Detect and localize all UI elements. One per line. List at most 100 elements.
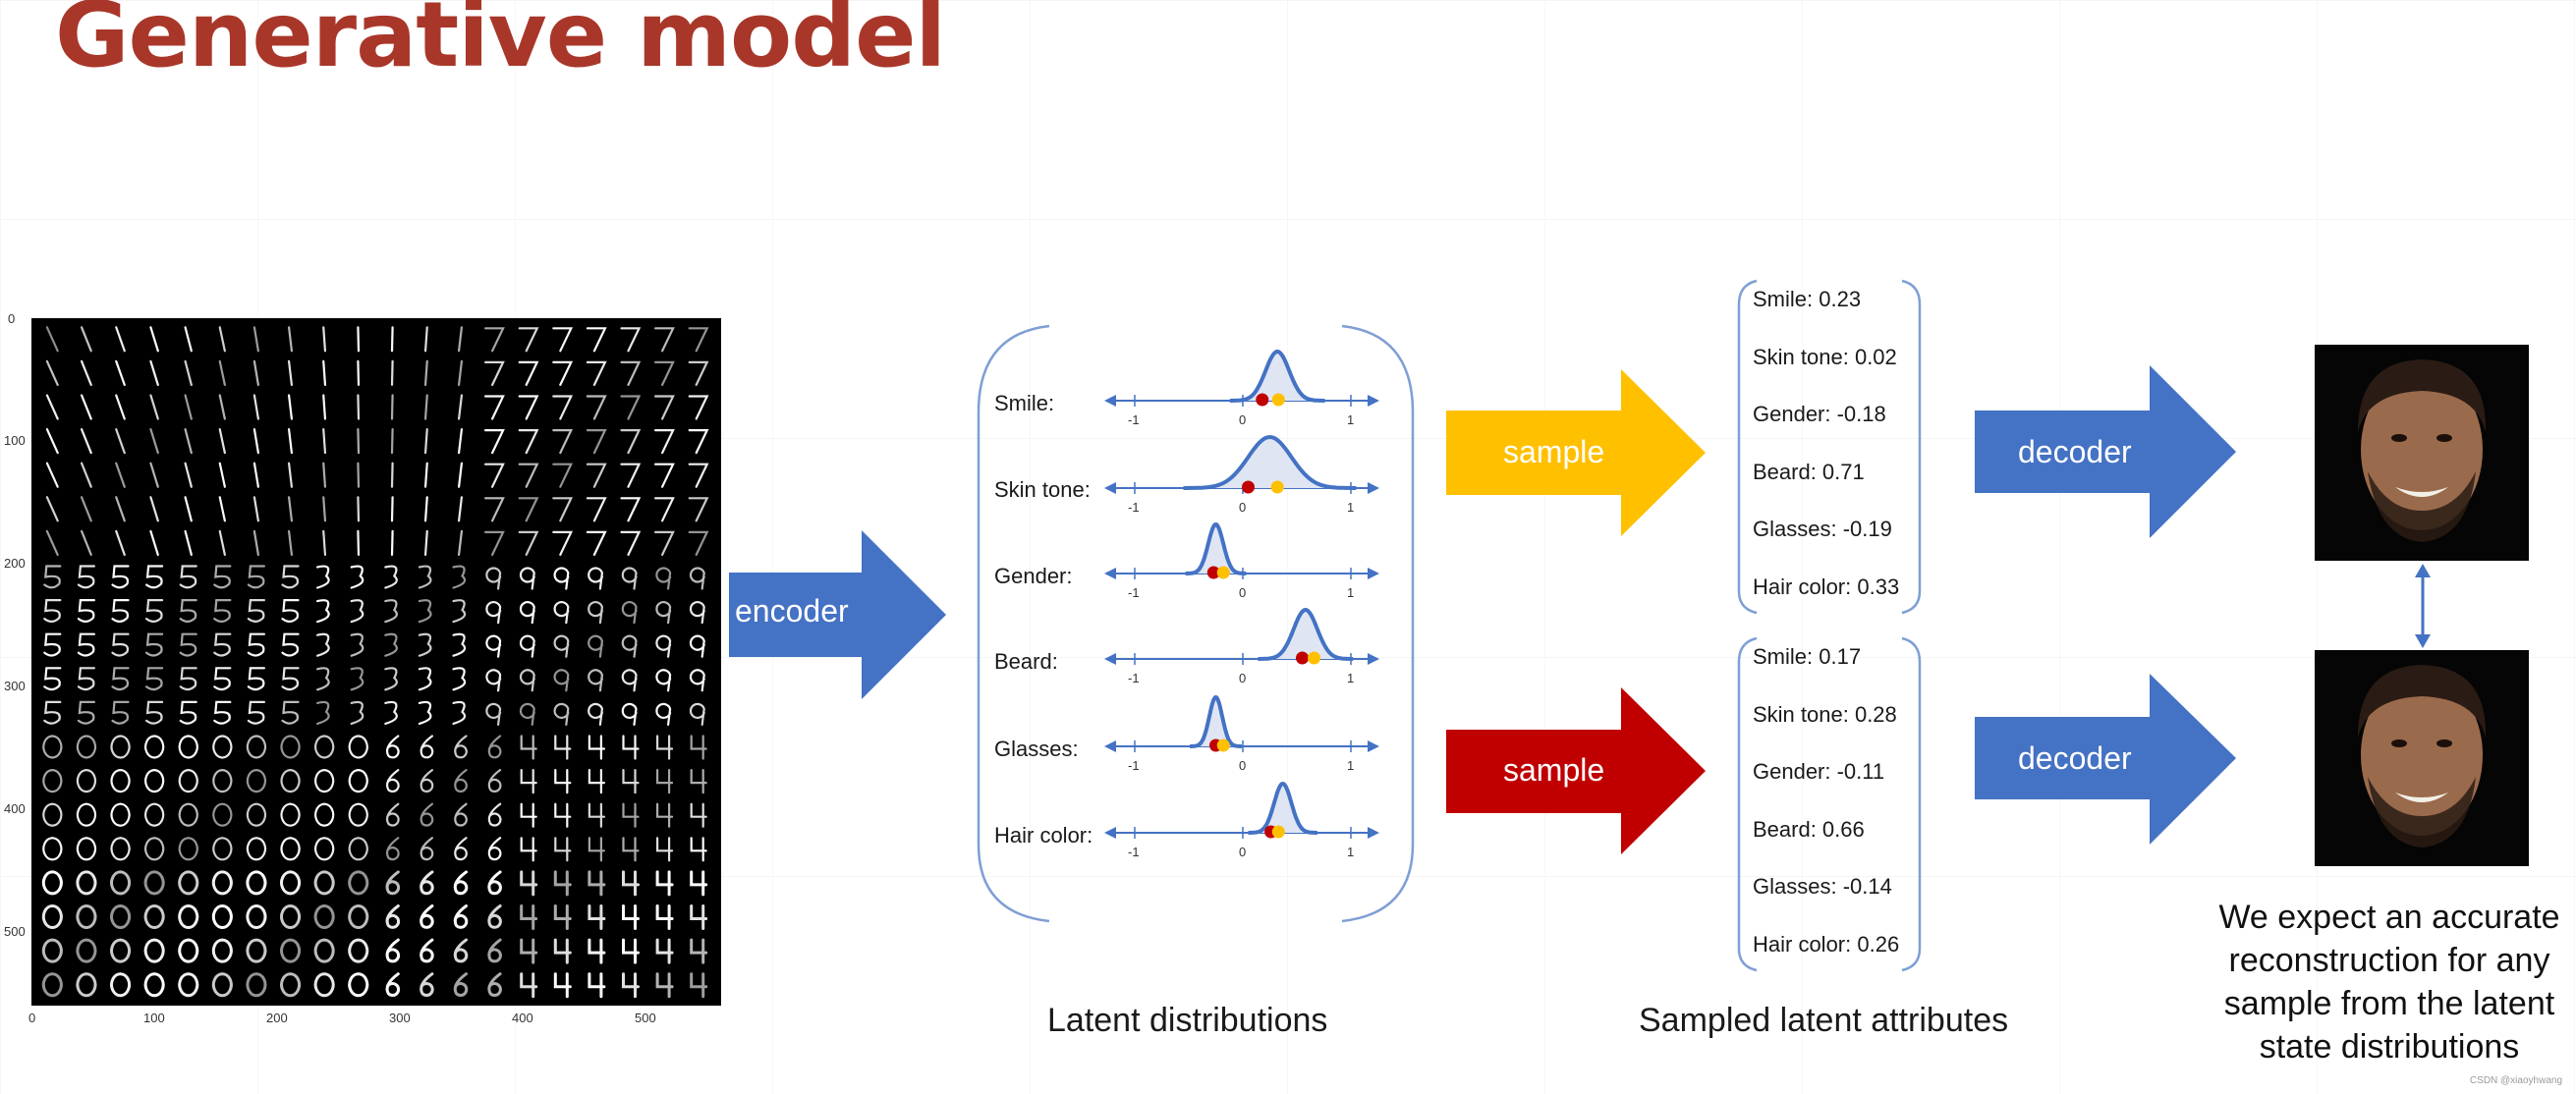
mnist-digit-glyph (76, 769, 97, 793)
mnist-digit-glyph (149, 394, 159, 420)
mnist-digit-glyph (281, 700, 300, 725)
mnist-digit-glyph (452, 632, 467, 657)
mnist-digit-glyph (655, 702, 672, 726)
mnist-digit-glyph (348, 837, 368, 861)
mnist-digit-glyph (281, 565, 300, 589)
dist-sample-dot-yellow (1270, 480, 1284, 494)
mnist-digit-glyph (621, 567, 638, 590)
mnist-digit-glyph (418, 599, 432, 624)
mnist-digit-glyph (688, 463, 709, 488)
mnist-digit-glyph (280, 837, 301, 861)
mnist-digit-glyph (179, 700, 197, 725)
mnist-digit-glyph (520, 837, 537, 862)
mnist-digit-glyph (143, 938, 165, 963)
mnist-digit-glyph (350, 632, 364, 657)
dist-tick-label: -1 (1128, 585, 1140, 600)
mnist-digit-glyph (212, 837, 233, 861)
mnist-digit-glyph (145, 700, 164, 725)
mnist-digit-glyph (218, 359, 226, 386)
mnist-digit-glyph (80, 359, 92, 386)
dist-sample-dot-yellow (1271, 825, 1285, 839)
dist-axis-arrow-left (1104, 568, 1116, 579)
mnist-digit-glyph (77, 667, 95, 691)
mnist-digit-glyph (281, 632, 300, 657)
dist-curve-fill (1229, 352, 1325, 401)
mnist-digit-glyph (76, 735, 97, 759)
mnist-digit-glyph (690, 972, 708, 999)
mnist-digit-glyph (390, 394, 394, 420)
mnist-digit-glyph (519, 601, 535, 625)
mnist-digit-glyph (452, 599, 467, 624)
dist-curve (1190, 694, 1242, 748)
mnist-digit-glyph (287, 496, 294, 522)
mnist-digit-glyph (620, 497, 642, 522)
mnist-digit-glyph (43, 667, 62, 691)
mnist-digit-glyph (519, 702, 535, 726)
mnist-digit-glyph (553, 938, 572, 964)
dist-tick-label: -1 (1128, 412, 1140, 427)
mnist-digit-glyph (518, 429, 539, 455)
mnist-digit-glyph (316, 667, 330, 691)
dist-tick-label: -1 (1128, 845, 1140, 859)
mnist-digit-glyph (184, 326, 193, 353)
mnist-digit-glyph (149, 326, 159, 353)
dist-curve-fill (1258, 610, 1354, 659)
mnist-digit-glyph (246, 904, 267, 929)
mnist-digit-glyph (487, 837, 502, 861)
mnist-digit-glyph (110, 870, 132, 896)
mnist-digit-glyph (184, 428, 193, 455)
mnist-digit-glyph (211, 904, 233, 929)
dist-curve (1183, 434, 1357, 490)
mnist-digit-glyph (420, 938, 434, 963)
mnist-digit-glyph (622, 870, 640, 897)
dist-tick-label: 1 (1347, 671, 1354, 685)
mnist-digit-glyph (252, 359, 259, 386)
mnist-digit-glyph (322, 462, 327, 488)
mnist-digit-glyph (420, 769, 434, 793)
mnist-digit-glyph (184, 359, 193, 386)
mnist-digit-glyph (41, 904, 63, 929)
mnist-digit-glyph (553, 567, 570, 590)
mnist-digit-glyph (213, 599, 232, 623)
mnist-digit-glyph (184, 496, 193, 522)
mnist-digit-glyph (484, 530, 505, 556)
mnist-digit-glyph (218, 428, 226, 455)
mnist-digit-glyph (553, 702, 570, 726)
mnist-digit-glyph (423, 428, 428, 455)
mnist-digit-glyph (457, 529, 464, 556)
mnist-digit-glyph (179, 667, 197, 691)
mnist-digit-glyph (454, 769, 468, 793)
mnist-digit-glyph (487, 904, 502, 929)
mnist-digit-glyph (143, 972, 165, 998)
attr-a-beard: Beard: 0.71 (1753, 459, 1865, 484)
dist-axis-arrow-right (1368, 482, 1379, 494)
mnist-digit-glyph (144, 837, 165, 861)
mnist-y-tick: 100 (4, 433, 26, 448)
mnist-digit-glyph (487, 972, 502, 997)
dist-axis-arrow-right (1368, 653, 1379, 665)
mnist-digit-glyph (211, 870, 233, 896)
mnist-digit-glyph (452, 667, 467, 691)
mnist-digit-glyph (110, 769, 131, 793)
mnist-digit-glyph (313, 904, 335, 929)
mnist-digit-glyph (178, 904, 199, 929)
mnist-digit-glyph (390, 462, 394, 488)
mnist-digit-glyph (423, 394, 428, 420)
dist-sample-dot-red (1296, 651, 1309, 665)
mnist-digit-glyph (586, 360, 607, 386)
mnist-digit-glyph (281, 667, 300, 691)
mnist-digit-glyph (420, 837, 434, 861)
mnist-digit-glyph (348, 938, 369, 963)
mnist-digit-glyph (322, 428, 327, 455)
mnist-digit-glyph (588, 837, 605, 862)
mnist-digit-glyph (454, 837, 468, 861)
mnist-digit-glyph (111, 700, 130, 725)
mnist-digit-glyph (487, 870, 502, 896)
attr-b-skin-tone: Skin tone: 0.28 (1753, 701, 1897, 727)
attr-bracket-b-left (1737, 636, 1758, 972)
dist-axis-arrow-right (1368, 395, 1379, 407)
mnist-digit-glyph (390, 496, 394, 522)
mnist-digit-glyph (484, 327, 505, 353)
mnist-digit-glyph (655, 938, 674, 964)
mnist-digit-glyph (688, 327, 709, 353)
